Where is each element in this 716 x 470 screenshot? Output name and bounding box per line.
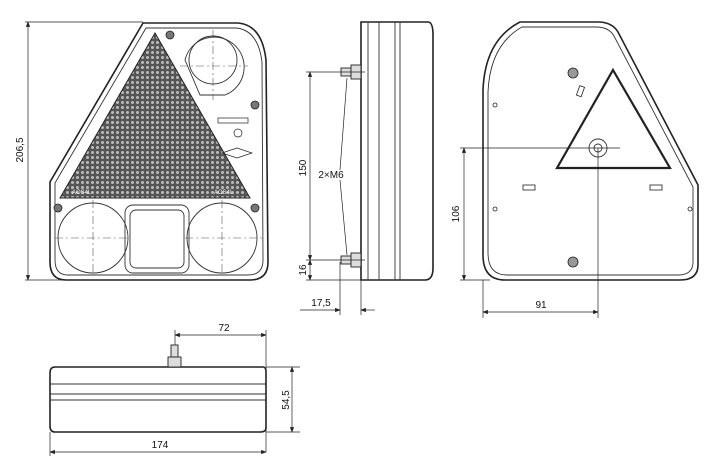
front-housing-outline (49, 22, 269, 281)
reflector-height-label: 106 (451, 205, 462, 222)
rear-stud-icon (567, 67, 579, 268)
stud-spacing-label: 150 (298, 159, 309, 176)
thread-leader-lines (339, 77, 348, 256)
side-housing-outline (360, 21, 434, 281)
top-lamp-lens (188, 35, 238, 85)
reflector-triangle (59, 31, 251, 199)
bottom-view: 72 54,5 174 (49, 323, 300, 456)
stud-depth-label: 17,5 (311, 298, 331, 309)
thread-label: 2×M6 (318, 170, 344, 181)
marking-left: AOS4L (72, 190, 92, 196)
approval-marks-icon (217, 117, 254, 159)
height-dimension-label: 206,5 (15, 137, 26, 162)
stud-offset-label: 72 (218, 323, 230, 334)
side-view: 150 16 17,5 2×M6 (298, 21, 434, 315)
front-housing-inner (54, 27, 264, 276)
center-lamp-window (124, 204, 190, 274)
bottom-stud-icon (167, 344, 182, 368)
rear-reflector-triangle (555, 67, 672, 170)
rear-view: 106 91 (451, 21, 699, 318)
width-label: 174 (152, 440, 169, 451)
bottom-offset-label: 16 (298, 264, 309, 276)
rear-housing-outline (482, 21, 699, 281)
mounting-stud-icon (340, 64, 362, 268)
reflector-offset-label: 91 (535, 300, 547, 311)
height-extension-lines (25, 21, 143, 281)
depth-label: 54,5 (281, 390, 292, 410)
marking-right: AOS4L (214, 190, 234, 196)
bottom-housing-outline (49, 366, 267, 433)
front-view: AOS4L AOS4L 206,5 (15, 21, 269, 281)
screw-icon (53, 30, 260, 213)
